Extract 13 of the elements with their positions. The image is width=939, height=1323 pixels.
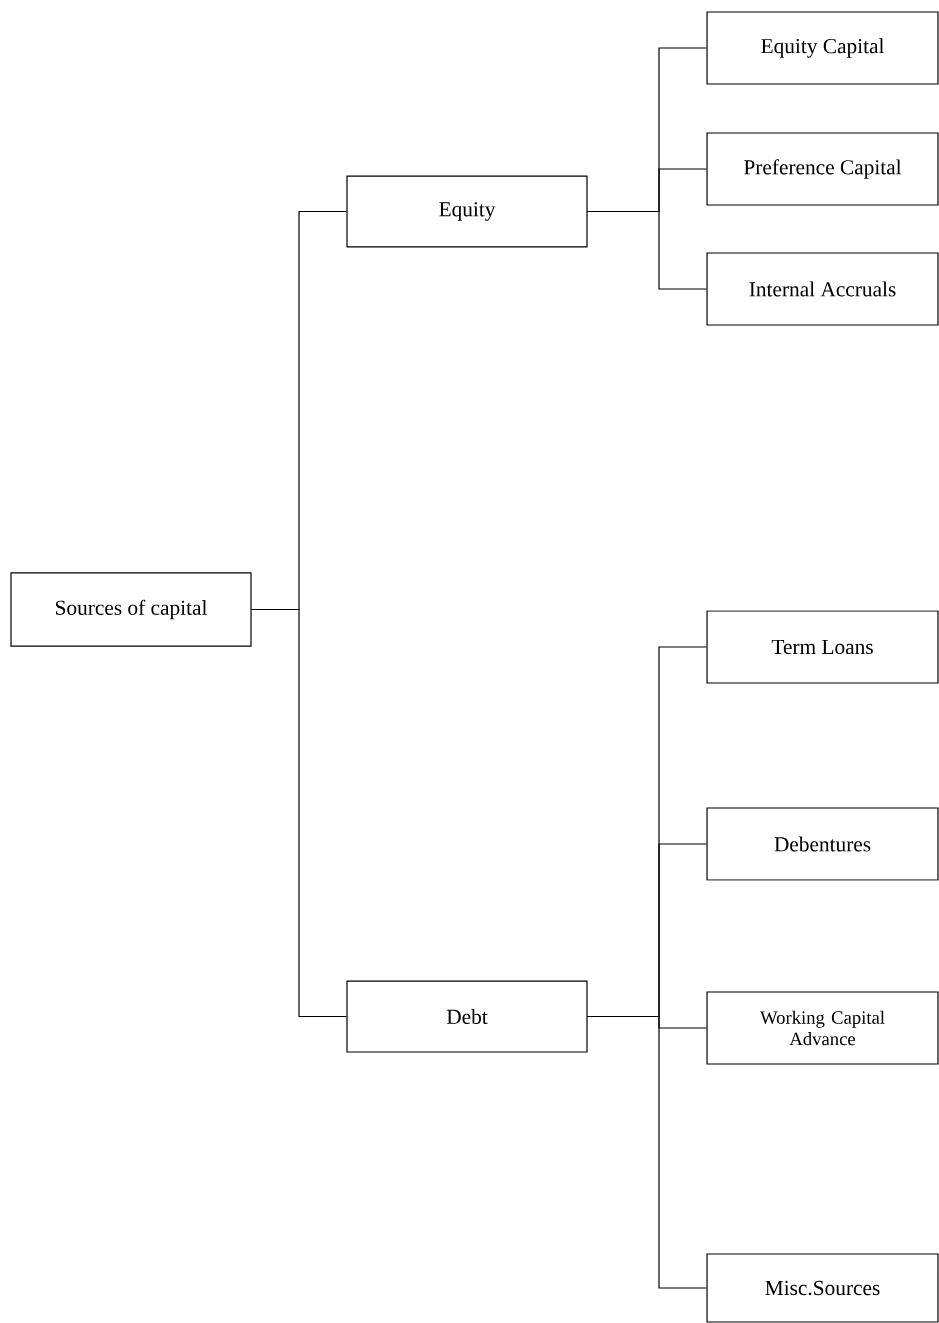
- box: Debentures: [706, 807, 939, 881]
- box: Working Capital Advance: [706, 991, 939, 1065]
- box: Sources of capital: [10, 572, 252, 647]
- box: Debt: [346, 980, 588, 1053]
- box: Equity Capital: [706, 11, 939, 85]
- connector: [587, 210, 708, 290]
- connector: [251, 608, 347, 1018]
- box: Preference Capital: [706, 132, 939, 206]
- box: Term Loans: [706, 610, 939, 684]
- box: Equity: [346, 175, 588, 248]
- box: Internal Accruals: [706, 252, 939, 326]
- box: Misc.Sources: [706, 1253, 939, 1323]
- connector: [587, 1015, 708, 1289]
